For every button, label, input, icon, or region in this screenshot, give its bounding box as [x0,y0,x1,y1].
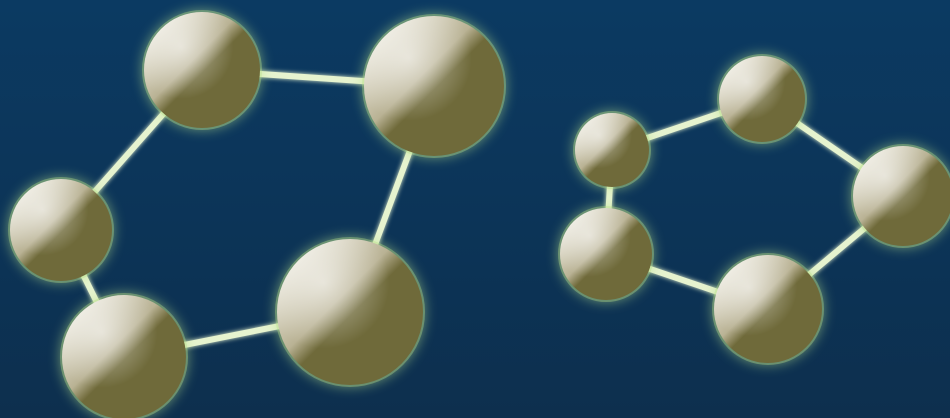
atom [8,177,114,283]
atom [573,111,651,189]
atom-highlight [560,208,652,300]
atom-highlight [714,255,822,363]
atom-highlight [853,146,950,246]
atom-highlight [144,12,260,128]
atom-highlight [62,295,186,418]
atom [142,10,262,130]
atom [60,293,188,418]
atom-highlight [719,56,805,142]
atom [558,206,654,302]
atom-highlight [10,179,112,281]
atom [275,237,425,387]
atom [712,253,824,365]
atom [362,14,506,158]
atom-highlight [575,113,649,187]
atom-highlight [277,239,423,385]
atom-highlight [364,16,504,156]
atom [717,54,807,144]
